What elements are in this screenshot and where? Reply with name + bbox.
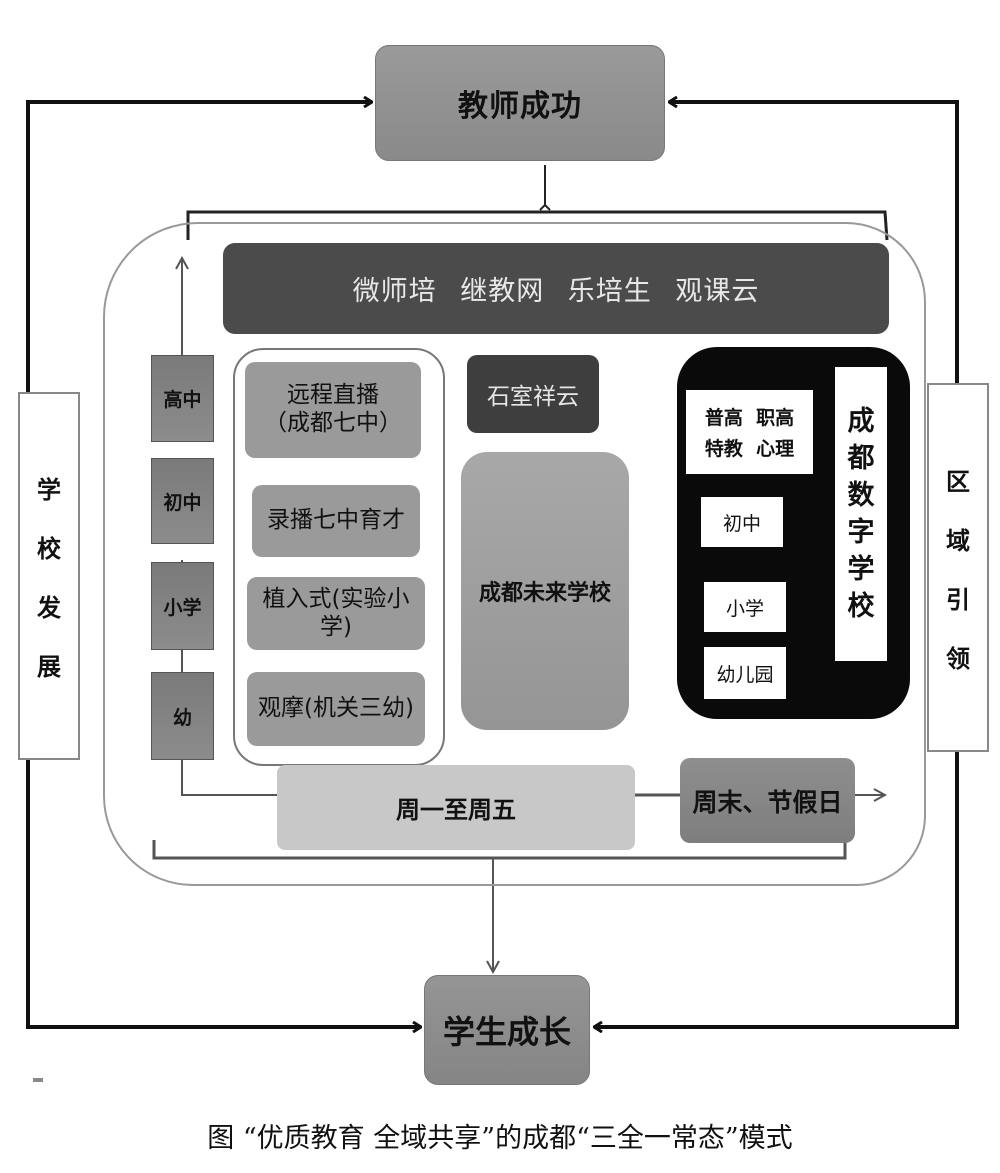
title-char: 都 (847, 443, 875, 474)
side-char: 学 (37, 476, 61, 504)
stray-mark (33, 1078, 43, 1082)
regional-leadership-panel: 区 域 引 领 (927, 383, 989, 752)
side-char: 引 (946, 585, 970, 614)
title-char: 数 (847, 480, 875, 511)
side-char: 域 (946, 526, 970, 555)
level-high-school: 高中 (151, 355, 214, 442)
digital-top-box: 普高 职高 特教 心理 (686, 390, 813, 474)
digital-top-row: 普高 职高 (704, 407, 795, 429)
digital-primary-school: 小学 (704, 582, 786, 632)
level-middle-school: 初中 (151, 458, 214, 544)
figure-caption: 图 “优质教育 全域共享”的成都“三全一常态”模式 (207, 1122, 793, 1154)
level-kindergarten: 幼 (151, 672, 214, 760)
side-char: 展 (37, 653, 61, 681)
weekday-box: 周一至周五 (277, 765, 635, 850)
digital-middle-school: 初中 (701, 497, 783, 547)
level-primary-school: 小学 (151, 562, 214, 650)
side-char: 发 (37, 594, 61, 622)
mode-sublabel: （成都七中） (264, 410, 402, 436)
mode-live-broadcast: 远程直播 （成都七中） (245, 362, 421, 458)
mode-observation: 观摩(机关三幼) (247, 672, 425, 746)
side-char: 领 (946, 644, 970, 673)
digital-top-row: 特教 心理 (704, 438, 795, 460)
digital-school-title: 成 都 数 字 学 校 (835, 367, 887, 661)
title-char: 校 (847, 591, 875, 622)
digital-kindergarten: 幼儿园 (704, 647, 786, 699)
side-char: 区 (946, 467, 970, 496)
mode-label: 远程直播 (287, 382, 379, 409)
title-char: 成 (847, 406, 875, 437)
mode-recorded: 录播七中育才 (252, 485, 420, 557)
mode-embedded: 植入式(实验小学) (247, 577, 425, 650)
inner-system-container (103, 222, 926, 886)
teacher-success-box: 教师成功 (375, 45, 665, 161)
chengdu-future-school-box: 成都未来学校 (461, 452, 629, 730)
school-development-panel: 学 校 发 展 (18, 392, 80, 760)
title-char: 字 (847, 517, 875, 548)
teacher-platforms-band: 微师培 继教网 乐培生 观课云 (223, 243, 889, 334)
side-char: 校 (37, 535, 61, 563)
student-growth-box: 学生成长 (424, 975, 590, 1085)
title-char: 学 (847, 554, 875, 585)
weekend-holiday-box: 周末、节假日 (680, 758, 855, 843)
shishi-xiangyun-box: 石室祥云 (467, 355, 599, 433)
